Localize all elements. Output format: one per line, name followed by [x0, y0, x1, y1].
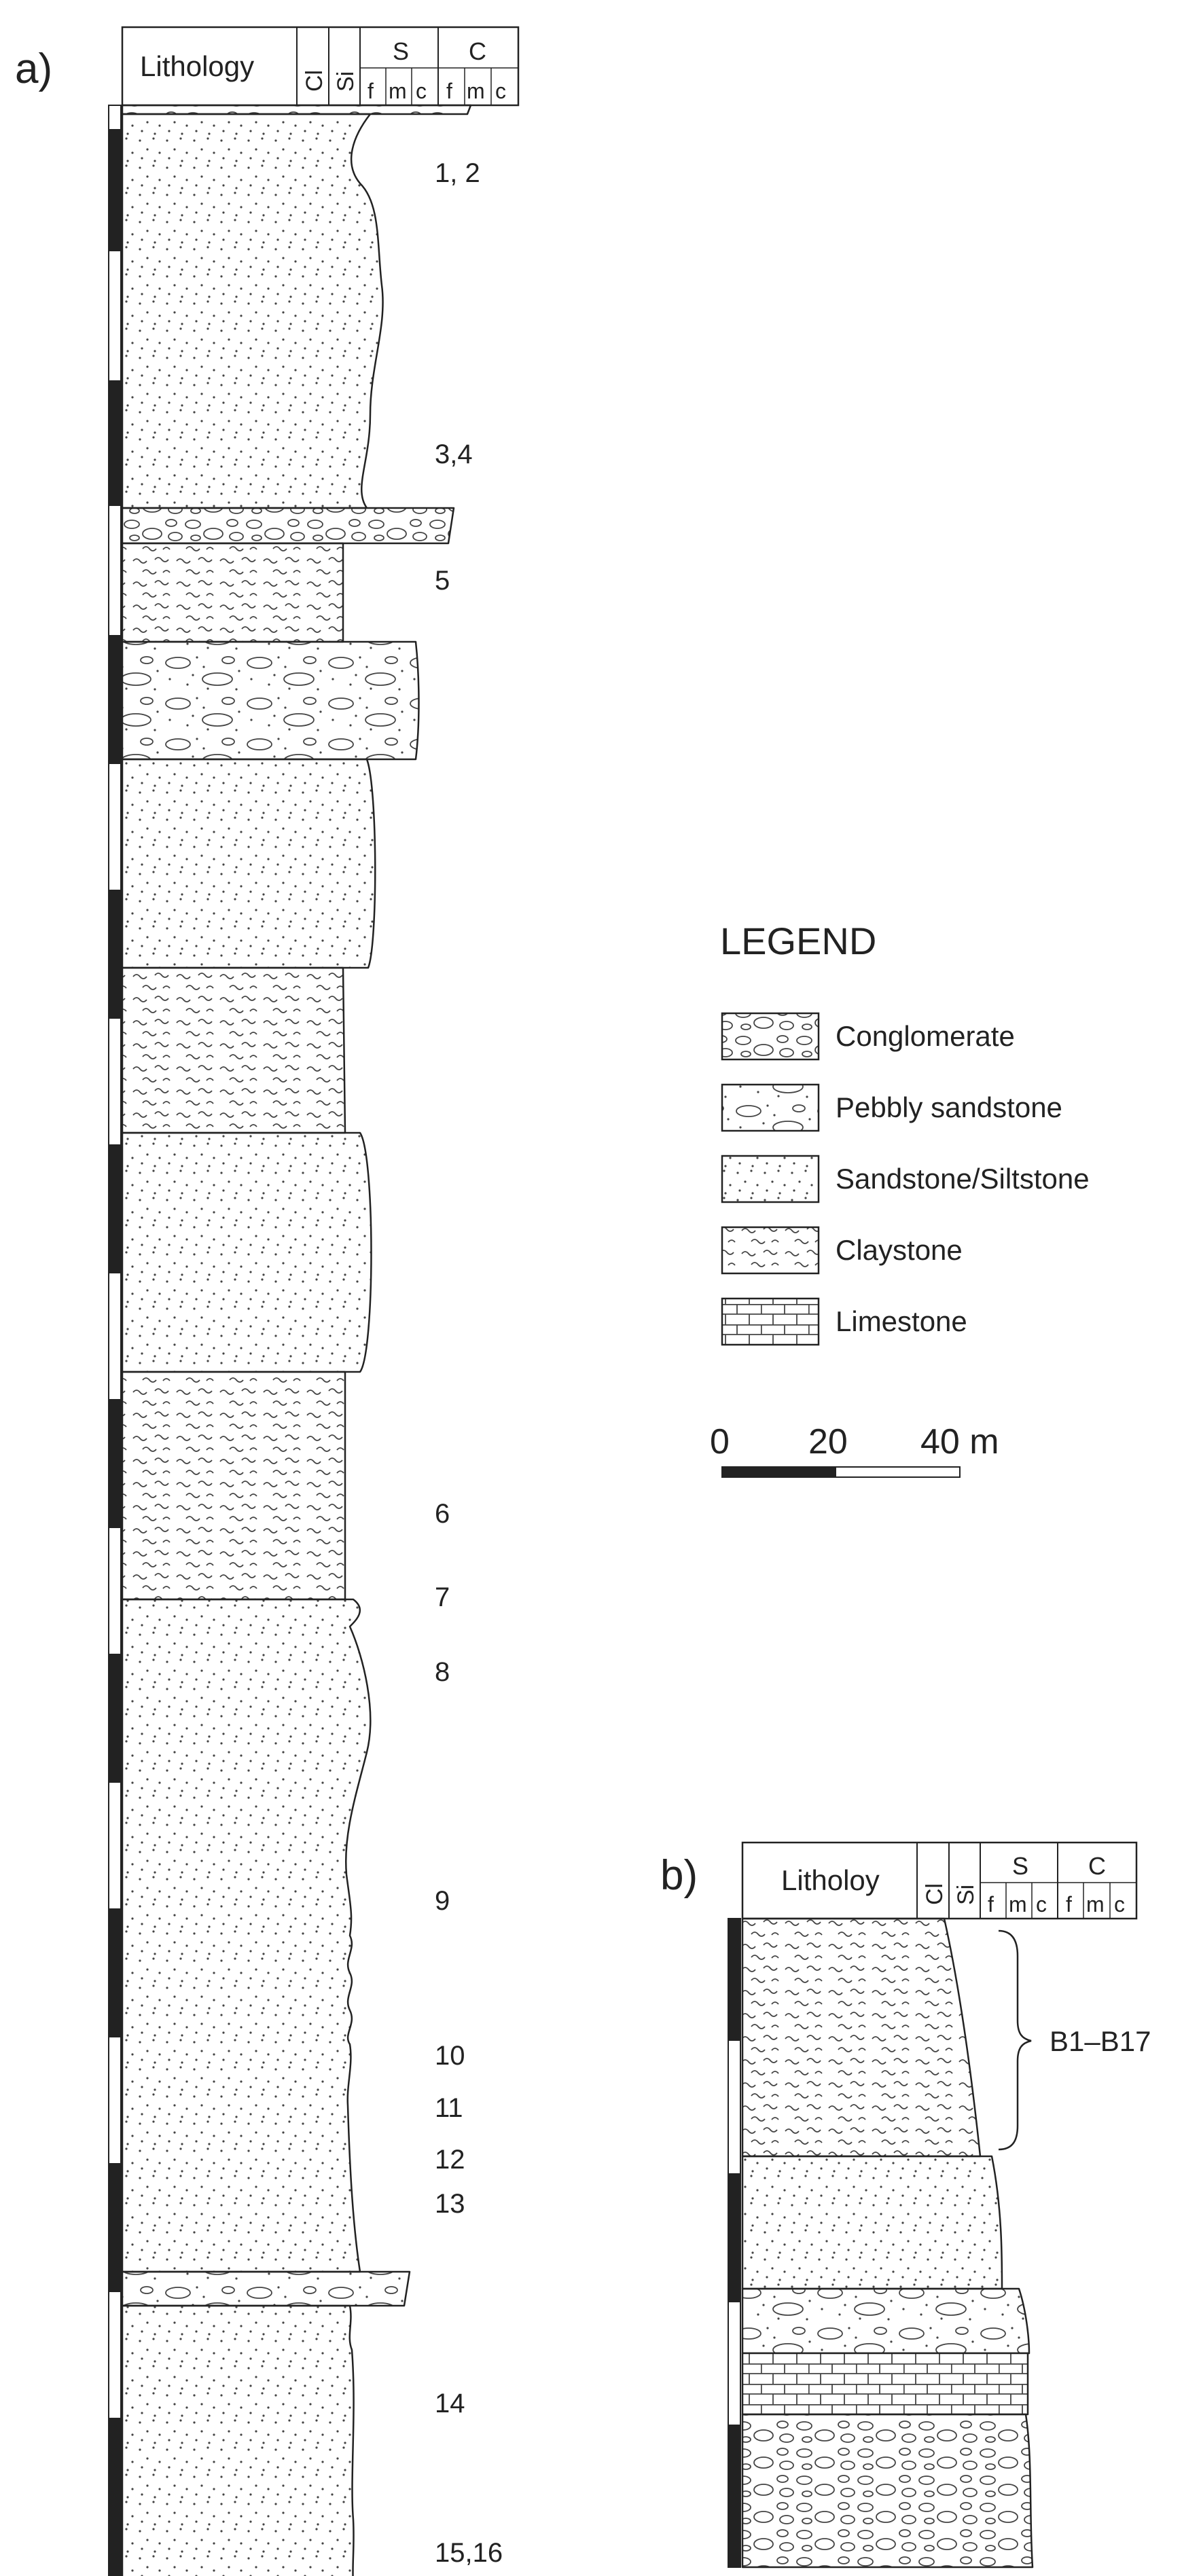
panel-b-unit-claystone [741, 1917, 982, 2158]
panel-b-lithology-title: Litholoy [781, 1864, 880, 1896]
panel-b-c-c: c [1114, 1892, 1125, 1917]
panel-a-col-cl: Cl [302, 70, 327, 92]
panel-a-column [121, 104, 472, 2576]
sample-label: 10 [435, 2041, 465, 2071]
panel-a-group-c: C [469, 37, 486, 65]
panel-a-scale-bar [108, 105, 122, 2576]
panel-a: a) Lithology Cl Si S C f m c f m c [15, 26, 520, 2576]
panel-a-unit-conglomerate-top [121, 104, 472, 115]
panel-b-group-c: C [1088, 1852, 1106, 1880]
panel-a-c-f: f [446, 79, 452, 103]
legend-scale-bar: 0 20 40 m [710, 1422, 999, 1478]
panel-b-unit-conglomerate [741, 2413, 1034, 2569]
sample-label: 13 [435, 2189, 465, 2219]
sample-range-label: B1–B17 [1050, 2025, 1151, 2057]
legend-title: LEGEND [720, 920, 876, 962]
scale-label-20: 20 [808, 1422, 848, 1462]
panel-b-col-si: Si [953, 1885, 979, 1905]
legend-label-limestone: Limestone [836, 1305, 967, 1337]
sample-label: 1, 2 [435, 158, 480, 188]
legend-swatch-conglomerate [721, 1012, 820, 1061]
panel-a-unit-sandstone-5 [121, 2304, 355, 2576]
legend-swatch-sandstone [721, 1155, 820, 1203]
panel-a-header: Lithology Cl Si S C f m c f m c [121, 26, 520, 107]
legend-label-sandstone: Sandstone/Siltstone [836, 1163, 1090, 1195]
panel-b-label: b) [660, 1852, 698, 1899]
panel-b: b) Litholoy Cl Si S C f m c f m c [660, 1841, 1151, 2569]
sample-label: 3,4 [435, 439, 473, 469]
sample-label: 8 [435, 1657, 450, 1687]
panel-b-s-f: f [988, 1892, 994, 1917]
panel-b-unit-sandstone [741, 2155, 1003, 2290]
panel-a-unit-claystone-1 [121, 542, 344, 643]
panel-a-unit-pebbly-sandstone-1 [121, 640, 420, 761]
panel-b-s-m: m [1009, 1892, 1027, 1917]
panel-a-unit-claystone-2 [121, 966, 346, 1134]
legend: LEGEND Conglomerate Pebbly sandstone San… [710, 920, 1090, 1478]
sample-range-brace [998, 1929, 1032, 2151]
panel-a-lithology-title: Lithology [140, 50, 254, 82]
sample-label: 11 [435, 2093, 463, 2123]
sample-label: 14 [435, 2389, 465, 2418]
panel-b-scale-bar [728, 1918, 741, 2568]
sample-label: 9 [435, 1886, 450, 1916]
legend-label-claystone: Claystone [836, 1234, 963, 1266]
panel-b-sample-range: B1–B17 [998, 1929, 1151, 2151]
panel-b-c-f: f [1066, 1892, 1072, 1917]
legend-label-conglomerate: Conglomerate [836, 1020, 1015, 1052]
panel-b-c-m: m [1086, 1892, 1105, 1917]
panel-a-s-c: c [416, 79, 427, 103]
panel-a-s-f: f [368, 79, 374, 103]
panel-a-s-m: m [389, 79, 407, 103]
sample-label: 6 [435, 1499, 450, 1529]
panel-a-c-m: m [467, 79, 485, 103]
panel-a-unit-sandstone-2 [121, 758, 376, 969]
panel-b-column [741, 1917, 1034, 2569]
panel-b-group-s: S [1012, 1852, 1028, 1880]
sample-label: 5 [435, 566, 450, 596]
panel-b-s-c: c [1036, 1892, 1047, 1917]
panel-a-unit-sandstone-1 [121, 113, 384, 509]
panel-a-label: a) [15, 46, 52, 92]
panel-a-unit-claystone-3 [121, 1371, 346, 1601]
sample-label: 7 [435, 1582, 450, 1612]
panel-a-unit-sandstone-3 [121, 1131, 372, 1373]
legend-swatch-pebbly-sandstone [721, 1083, 820, 1132]
panel-a-sample-labels: 1, 2 3,4 5 6 7 8 9 10 11 12 13 14 15,16 [435, 158, 503, 2568]
panel-b-unit-limestone [741, 2352, 1029, 2416]
panel-b-col-cl: Cl [922, 1883, 948, 1905]
legend-swatch-claystone [721, 1226, 820, 1275]
panel-b-unit-pebbly-sandstone [741, 2287, 1030, 2355]
panel-a-unit-sandstone-4 [121, 1598, 372, 2273]
panel-a-unit-conglomerate-band [121, 507, 455, 545]
panel-a-unit-pebbly-sandstone-2 [121, 2270, 411, 2307]
panel-a-group-s: S [393, 37, 409, 65]
panel-b-header: Litholoy Cl Si S C f m c f m c [741, 1841, 1138, 1920]
scale-label-40: 40 m [920, 1422, 999, 1462]
panel-a-col-si: Si [333, 71, 359, 92]
legend-label-pebbly-sandstone: Pebbly sandstone [836, 1091, 1062, 1123]
panel-a-c-c: c [495, 79, 506, 103]
sample-label: 15,16 [435, 2538, 503, 2568]
scale-label-0: 0 [710, 1422, 730, 1462]
legend-swatch-limestone [721, 1297, 820, 1346]
sample-label: 12 [435, 2145, 465, 2175]
